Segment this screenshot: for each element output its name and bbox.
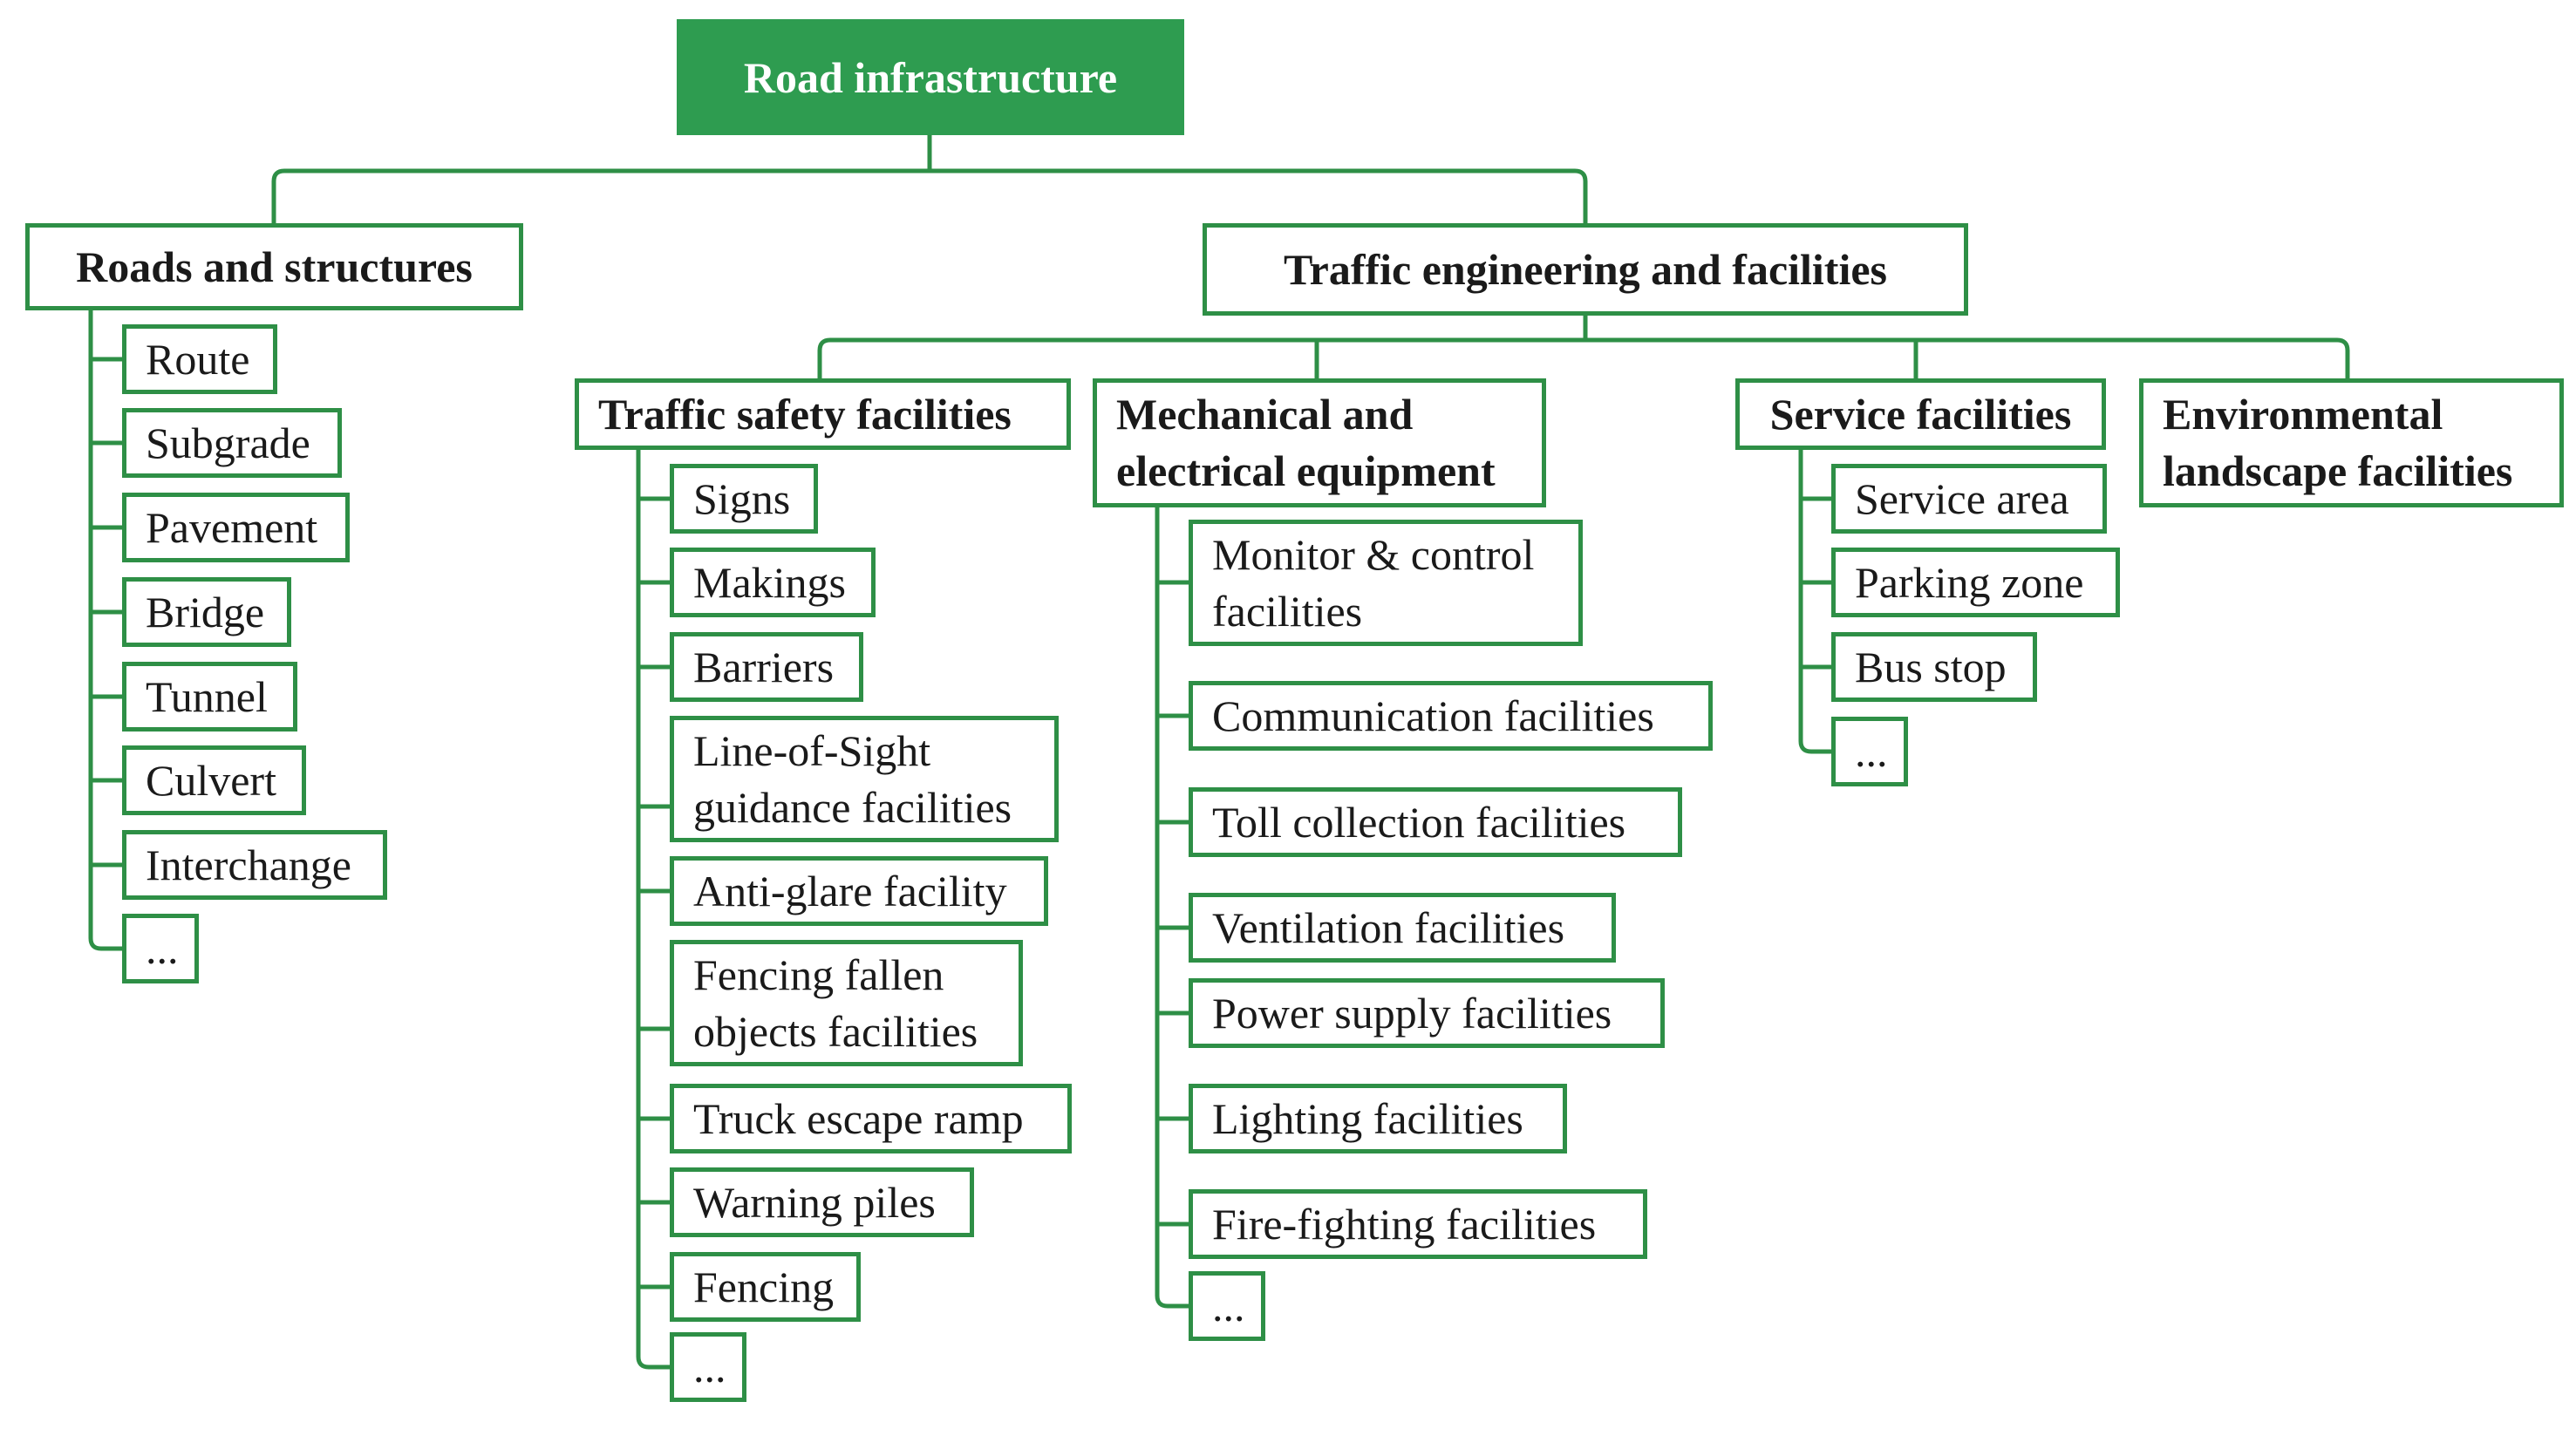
connector-safety-spine <box>636 450 671 1370</box>
roads-item: Tunnel <box>122 662 297 732</box>
mechanical-item: Fire-fighting facilities <box>1189 1189 1647 1259</box>
connector-mechanical-branches <box>1157 580 1190 1227</box>
connector-mechanical-spine <box>1155 507 1190 1309</box>
roads-item: Interchange <box>122 830 387 900</box>
mechanical-item: Ventilation facilities <box>1189 893 1616 963</box>
safety-item: Warning piles <box>670 1167 974 1237</box>
safety-item: ... <box>670 1332 746 1402</box>
connector-service-branches <box>1801 496 1833 670</box>
connector-safety-branches <box>638 496 671 1290</box>
service-item: Service area <box>1831 464 2107 534</box>
service-item: ... <box>1831 717 1908 786</box>
mechanical-item: ... <box>1189 1271 1265 1341</box>
subcategory-environmental-landscape: Environmental landscape facilities <box>2139 378 2564 507</box>
safety-item: Signs <box>670 464 818 534</box>
mechanical-item: Power supply facilities <box>1189 978 1665 1048</box>
service-item: Parking zone <box>1831 548 2120 617</box>
connectors-safety <box>636 450 671 1370</box>
roads-item: ... <box>122 914 199 983</box>
safety-item: Line-of-Sight guidance facilities <box>670 716 1059 842</box>
roads-item: Subgrade <box>122 408 342 478</box>
roads-item: Culvert <box>122 745 306 815</box>
category-roads-and-structures: Roads and structures <box>25 223 523 310</box>
safety-item: Fencing <box>670 1252 861 1322</box>
category-traffic-engineering: Traffic engineering and facilities <box>1203 223 1968 316</box>
mechanical-item: Monitor & control facilities <box>1189 520 1583 646</box>
root-node: Road infrastructure <box>677 19 1184 135</box>
service-item: Bus stop <box>1831 632 2037 702</box>
safety-item: Truck escape ramp <box>670 1084 1072 1153</box>
mechanical-item: Toll collection facilities <box>1189 787 1682 857</box>
safety-item: Barriers <box>670 632 863 702</box>
connector-root-to-categories <box>271 135 1588 223</box>
subcategory-traffic-safety: Traffic safety facilities <box>575 378 1071 450</box>
subcategory-service: Service facilities <box>1735 378 2106 450</box>
safety-item: Fencing fallen objects facilities <box>670 940 1023 1066</box>
connector-service-spine <box>1798 450 1833 754</box>
mechanical-item: Lighting facilities <box>1189 1084 1567 1153</box>
connectors-mechanical <box>1155 507 1190 1309</box>
roads-item: Pavement <box>122 493 350 562</box>
connector-traffic-to-groups <box>817 316 2350 378</box>
connectors-top-level <box>271 135 2350 378</box>
connectors-service <box>1798 450 1833 754</box>
connector-roads-branches <box>91 357 124 868</box>
subcategory-mechanical-electrical: Mechanical and electrical equipment <box>1093 378 1546 507</box>
roads-item: Bridge <box>122 577 291 647</box>
connector-roads-spine <box>88 310 124 951</box>
roads-item: Route <box>122 324 277 394</box>
connectors-roads <box>88 310 124 951</box>
mechanical-item: Communication facilities <box>1189 681 1713 751</box>
safety-item: Makings <box>670 548 876 617</box>
safety-item: Anti-glare facility <box>670 856 1048 926</box>
